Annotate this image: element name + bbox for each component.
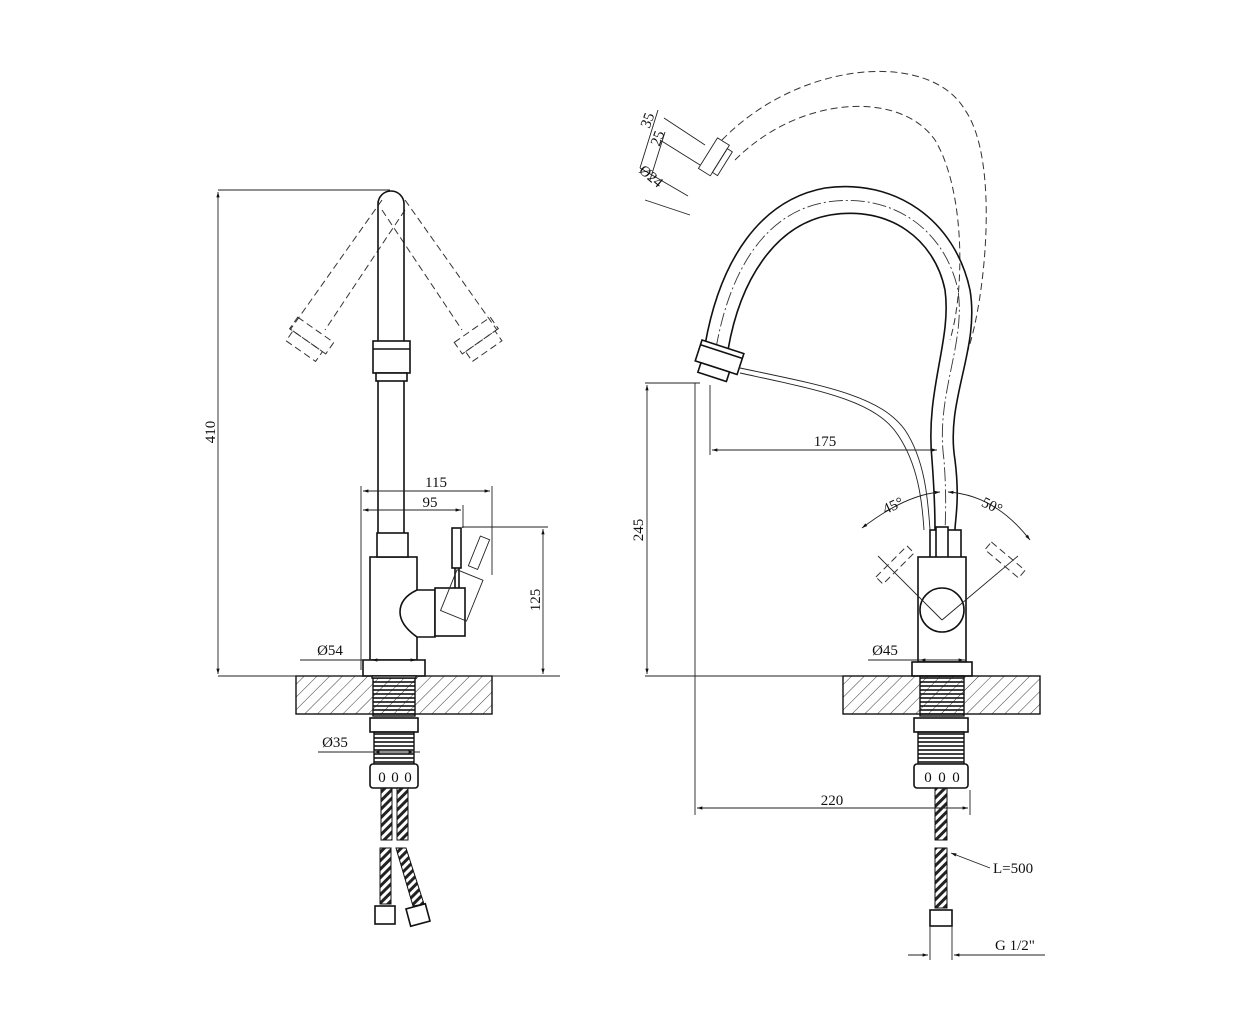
- threaded-shank: [372, 675, 416, 717]
- left-dimensions: 410 115 95 125 Ø54 Ø35: [203, 189, 560, 754]
- aerator-head: [694, 338, 745, 383]
- spout-tube: [704, 185, 973, 531]
- handle-lever: [451, 527, 462, 569]
- swivel-ghost-spouts: [285, 199, 503, 363]
- dim-reach-95: 95: [423, 495, 438, 511]
- dim-angle-50: 50°: [979, 495, 1005, 518]
- raised-spout-ghost: [697, 70, 987, 351]
- supply-hose: [380, 787, 393, 841]
- right-dimensions: 35 25 Ø24 245 175 220 45° 50° Ø45: [631, 109, 1045, 960]
- hose-fitting: [929, 909, 953, 927]
- dim-thread: G 1/2": [995, 938, 1035, 954]
- dim-handle-125: 125: [528, 589, 544, 612]
- hose-fitting: [374, 905, 396, 925]
- mounting-nut: [369, 717, 419, 733]
- dim-base-diameter: Ø45: [872, 643, 898, 659]
- right-view: 0 0 0 35 25 Ø24 245 175 220: [631, 70, 1045, 960]
- dim-aerator-35: 35: [638, 111, 658, 131]
- connector-mark: 0: [378, 770, 386, 786]
- handle-hub: [919, 587, 965, 633]
- mounting-nut: [913, 717, 969, 733]
- dim-hose-length: L=500: [993, 861, 1033, 877]
- dim-reach-175: 175: [814, 434, 837, 450]
- connector-mark: 0: [938, 770, 946, 786]
- spout-ring: [372, 340, 411, 374]
- connector-mark: 0: [924, 770, 932, 786]
- base-plate: [362, 659, 426, 677]
- hose-connector: [369, 763, 419, 789]
- base-plate: [911, 661, 973, 677]
- spout-tube: [377, 190, 405, 556]
- dim-height-245: 245: [631, 519, 647, 542]
- dim-base-diameter: Ø54: [317, 643, 343, 659]
- supply-hose: [934, 787, 948, 841]
- threaded-shank: [919, 675, 965, 717]
- connector-mark: 0: [404, 770, 412, 786]
- left-view: 0 0 0 410 115 95 125 Ø54: [203, 189, 560, 928]
- connector-mark: 0: [952, 770, 960, 786]
- dim-reach-115: 115: [425, 475, 447, 491]
- dim-shank-diameter: Ø35: [322, 735, 348, 751]
- dim-angle-45: 45°: [880, 495, 906, 518]
- dim-aerator-25: 25: [648, 129, 668, 149]
- dim-reach-220: 220: [821, 793, 844, 809]
- dim-height-410: 410: [203, 421, 219, 444]
- handle-cartridge: [399, 589, 436, 638]
- connector-mark: 0: [391, 770, 399, 786]
